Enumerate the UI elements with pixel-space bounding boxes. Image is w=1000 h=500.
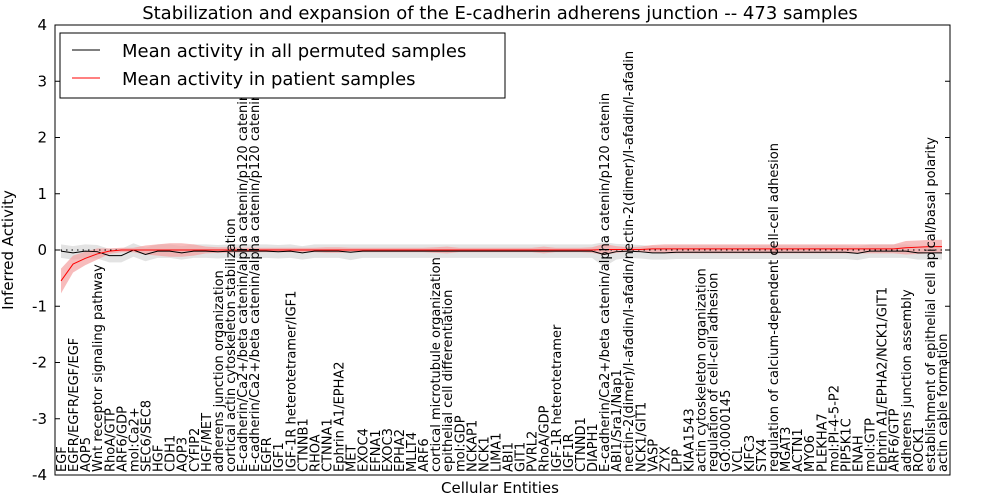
x-tick-label: mol:Ca2+ [127,407,142,472]
x-tick-label: regulation of cell-cell adhesion [707,273,722,472]
series-line-0 [60,249,942,257]
x-tick-label: E-cadherin/Ca2+/beta catenin/alpha caten… [598,93,613,472]
x-tick-label: ACTN1 [791,428,806,472]
x-tick-label: Ephrin A1/EPHA2 [333,361,348,472]
x-tick-label: ROCK1 [912,427,927,472]
x-tick-label: NCK1 [477,436,492,472]
x-tick-label: actin cable formation [936,334,951,472]
x-tick-label: establishment of epithelial cell apical/… [924,137,939,472]
x-tick-label: ARF6/GDP [115,406,130,472]
x-tick-label: VASP [646,439,661,472]
confidence-bands [61,239,942,294]
x-tick-label: adherens junction organization [212,270,227,472]
series-lines [60,246,943,282]
x-axis-label: Cellular Entities [441,479,559,497]
x-tick-label: GIT1 [514,442,529,472]
x-tick-label: AQP5 [79,437,94,472]
x-tick-label: VCL [731,446,746,472]
x-tick-label: EXOC3 [381,428,396,472]
x-tick-label: regulation of calcium-dependent cell-cel… [767,143,782,472]
x-tick-label: ARF6 [417,438,432,472]
y-ticks: -4 -3 -2 -1 0 1 2 3 4 [32,16,950,484]
y-tick-label: -1 [32,297,47,315]
x-tick-label: IGF1 [272,442,287,472]
x-tick-label: SEC6/SEC8 [139,400,154,472]
x-tick-label: DIAPH1 [586,423,601,472]
x-tick-label: ABI1 [502,442,517,472]
x-tick-label: ENAH [852,435,867,472]
x-tick-label: HGF [152,445,167,472]
x-tick-label: RHOA [308,434,323,472]
x-tick-label: NCKAP1 [465,420,480,472]
x-tick-label: MET [345,445,360,472]
x-tick-label: KIFC3 [743,435,758,472]
x-tick-label: EFNA1 [369,429,384,472]
x-tick-label: EGFR/EGFR/EGF/EGF [67,338,82,472]
x-tick-label: KIAA1543 [683,408,698,472]
legend: Mean activity in all permuted samples Me… [59,32,506,99]
x-tick-label: IGF1R [562,433,577,472]
y-tick-label: -3 [32,410,47,428]
x-tick-label: IGF-1R heterotetramer [550,324,565,472]
legend-label-permuted: Mean activity in all permuted samples [122,41,466,62]
x-tick-label: PLEKHA7 [815,413,830,472]
x-tick-label: epithelial cell differentiation [441,290,456,472]
x-tick-label: LPP [670,449,685,472]
x-tick-label: E-cadherin/Ca2+/beta catenin/alpha caten… [248,47,263,472]
x-tick-label: E-cadherin/Ca2+/beta catenin/alpha caten… [236,47,251,472]
legend-label-patient: Mean activity in patient samples [122,69,416,90]
x-tick-label: MYO6 [803,435,818,472]
x-tick-label: mol:GTP [864,418,879,472]
x-tick-label: cortical microtubule organization [429,257,444,472]
y-tick-label: 4 [37,16,47,34]
y-axis-label: Inferred Activity [0,190,17,310]
x-tick-label: EPHA2 [393,429,408,472]
x-tick-label: PIP5K1C [839,418,854,472]
x-tick-label: Ephrin A1/EPHA2/NCK1/GIT1 [876,287,891,472]
x-tick-label: actin cytoskeleton organization [695,268,710,472]
x-tick-label: mol:PI-4-5-P2 [827,385,842,472]
x-tick-label: EGFR [260,437,275,472]
x-tick-label: GO:0000145 [719,390,734,472]
x-tick-label: nectin-2(dimer)/I-afadin/I-afadin/nectin… [622,51,637,472]
x-tick-label: ABI1/Sra1/Nap1 [610,369,625,472]
y-tick-label: 2 [37,129,47,147]
x-tick-label: CTNND1 [574,417,589,472]
x-tick-label: EGF [55,446,70,472]
x-tick-label: adherens junction assembly [900,289,915,472]
x-tick-label: CTNNB1 [296,418,311,472]
x-tick-label: LIMA1 [489,433,504,472]
y-tick-label: 0 [37,241,47,259]
x-tick-label: AQP3 [176,437,191,472]
x-tick-label: RhoA/GDP [538,405,553,472]
x-tick-label: NCK1/GIT1 [634,402,649,472]
y-tick-label: 3 [37,72,47,90]
x-tick-label: MGAT3 [779,427,794,472]
x-tick-label: CTNNA1 [321,418,336,472]
x-tick-label: PVRL2 [526,431,541,472]
x-tick-label: HGF/MET [200,413,215,472]
x-tick-label: Wnt receptor signaling pathway [91,264,106,472]
x-tick-label: MLLT4 [405,432,420,472]
y-tick-label: -4 [32,466,47,484]
series-band-1 [61,239,942,294]
x-tick-label: RhoA/GTP [103,408,118,472]
x-tick-label: ARF6/GTP [888,408,903,472]
x-tick-label: IGF-1R heterotetramer/IGF1 [284,291,299,472]
x-tick-label: mol:GDP [453,415,468,472]
x-tick-label: CDH1 [164,435,179,472]
chart-title: Stabilization and expansion of the E-cad… [142,3,858,24]
y-tick-label: 1 [37,185,47,203]
x-tick-label: EXOC4 [357,428,372,472]
series-line-1 [60,246,942,282]
x-tick-label: STX4 [755,439,770,472]
x-tick-label: CYFIP2 [188,428,203,472]
x-tick-label: ZYX [658,446,673,472]
y-tick-label: -2 [32,354,47,372]
x-tick-label: cortical actin cytoskeleton stabilizatio… [224,218,239,472]
